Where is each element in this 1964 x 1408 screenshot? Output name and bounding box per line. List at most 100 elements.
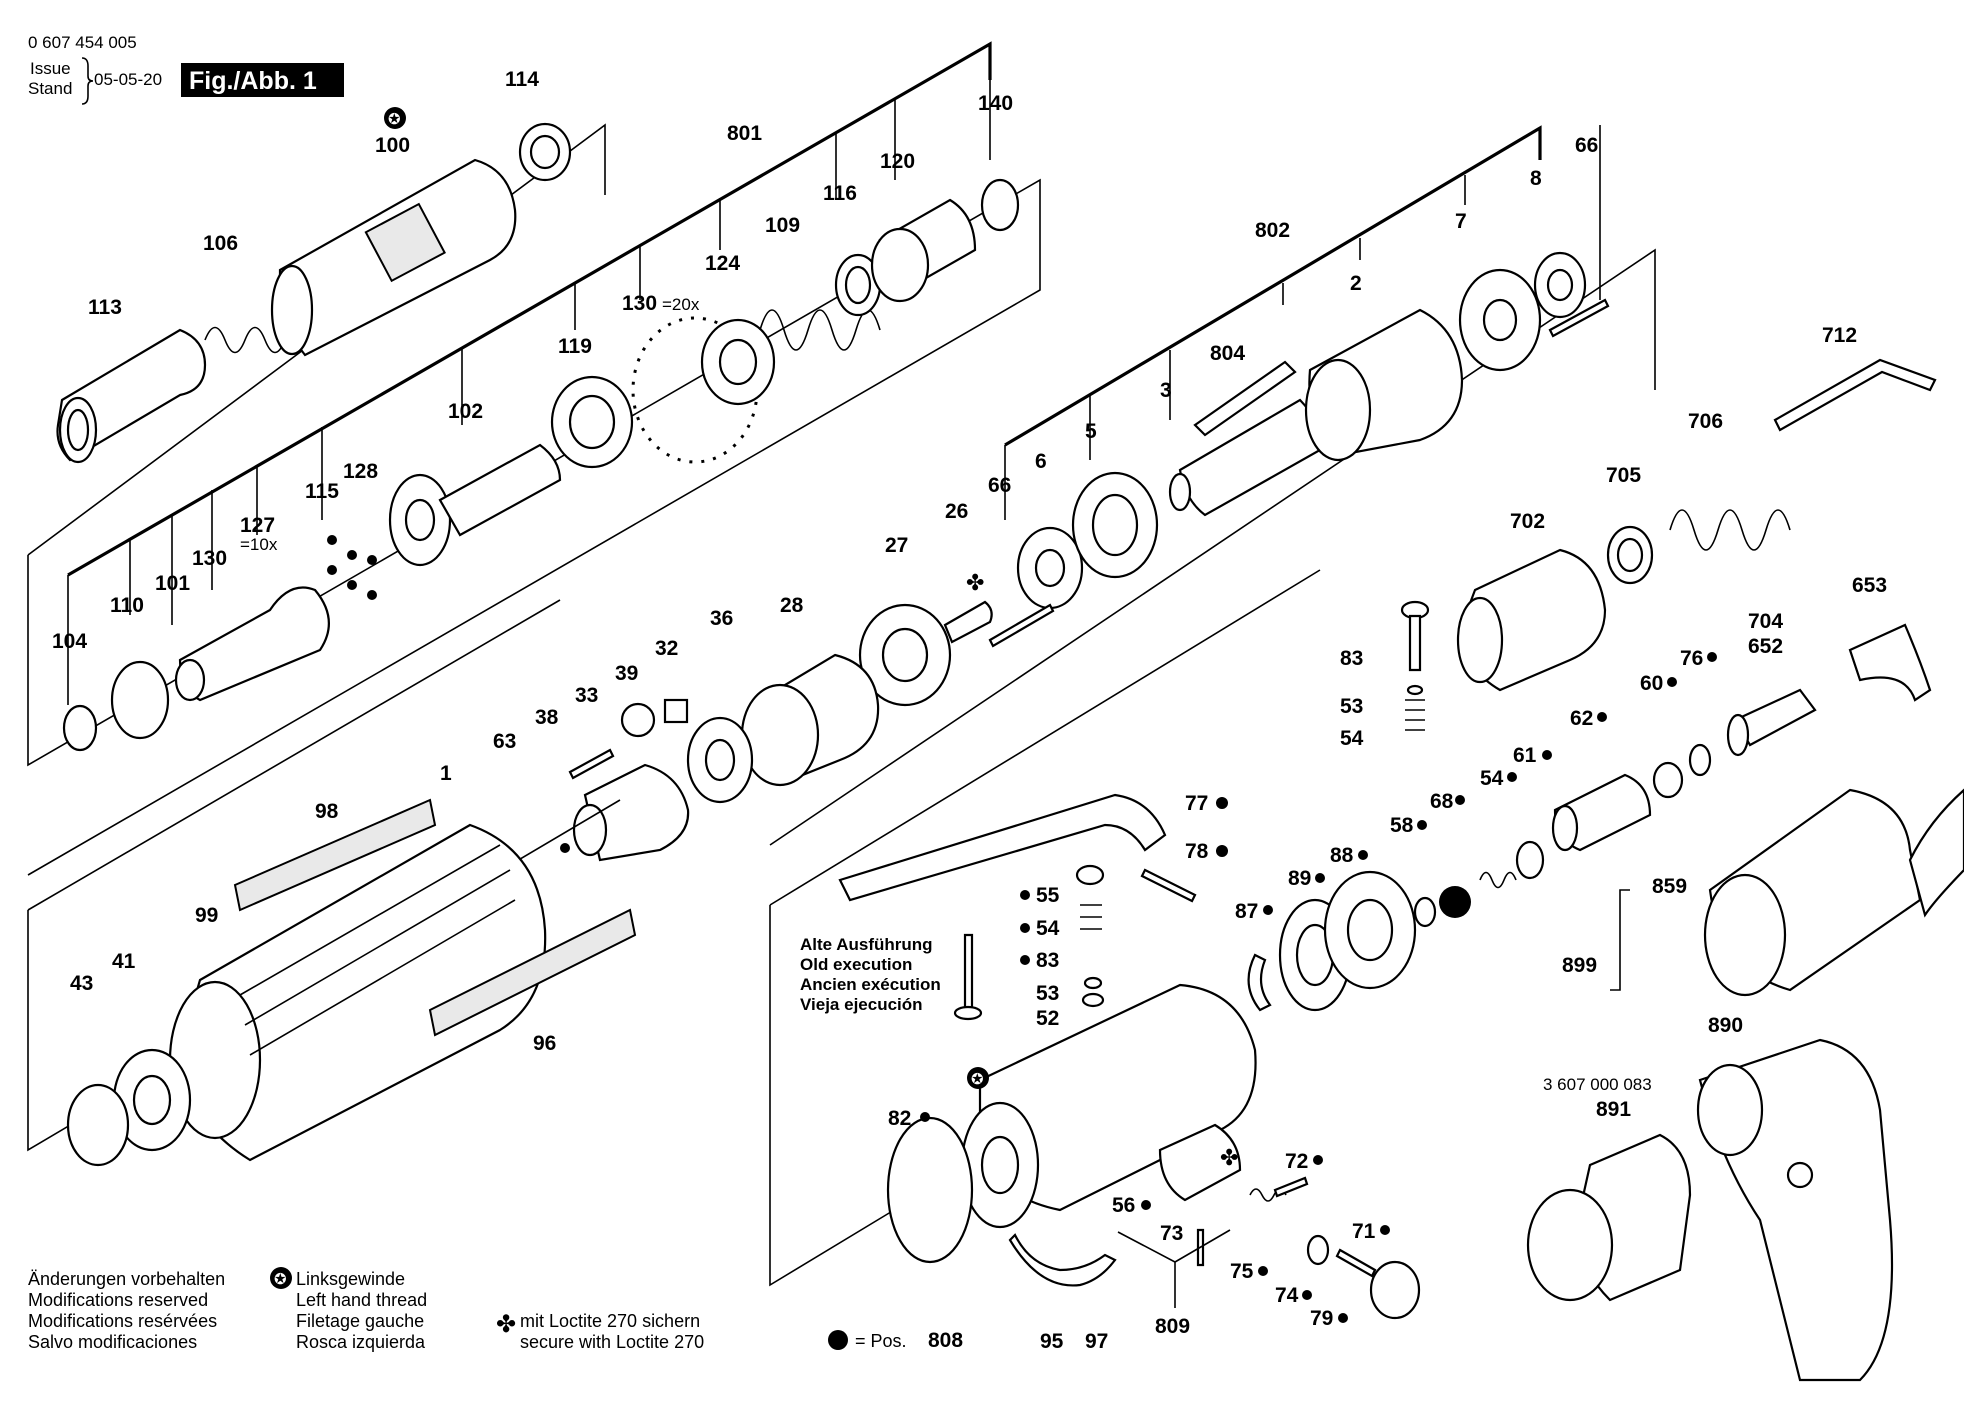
- part-652-fitting: [1726, 688, 1817, 757]
- star-icon-housing: ✪: [971, 1070, 984, 1088]
- part-100-housing: [270, 122, 572, 357]
- part-113-sleeve: [56, 328, 207, 464]
- part-102-shaft: [388, 443, 562, 567]
- label-7: 7: [1455, 210, 1467, 233]
- filled-dot-icon: [828, 1330, 848, 1350]
- label-68: 68: [1430, 790, 1454, 813]
- label-83b: 83: [1036, 949, 1059, 972]
- pos808-dot-55: [1020, 890, 1030, 900]
- part-859-899-hose: [1703, 788, 1964, 997]
- label-54a: 54: [1340, 727, 1364, 750]
- loctite-en: secure with Loctite 270: [520, 1332, 704, 1352]
- old-execution-de: Alte Ausführung: [800, 935, 933, 954]
- label-712: 712: [1822, 324, 1857, 347]
- label-98: 98: [315, 800, 339, 823]
- label-76: 76: [1680, 647, 1703, 670]
- pos808-dot-78: [1216, 845, 1228, 857]
- bracket-899: [1610, 889, 1630, 991]
- part-702-nut: [1456, 548, 1607, 692]
- part-120-sleeve: [870, 198, 977, 303]
- frame-top-left-b: [27, 178, 1041, 876]
- label-58: 58: [1390, 814, 1414, 837]
- pos808-dot-88: [1358, 850, 1368, 860]
- pos808-dot-56: [1141, 1200, 1151, 1210]
- issue-date: 05-05-20: [94, 70, 162, 89]
- part-76-oring: [1688, 743, 1712, 777]
- part-27-washer: [858, 603, 952, 707]
- left-thread-mark-100: [384, 107, 406, 129]
- part-38-carrier: [572, 763, 690, 862]
- loctite-de: mit Loctite 270 sichern: [520, 1311, 700, 1331]
- label-78: 78: [1185, 840, 1209, 863]
- label-130a: 130: [622, 292, 657, 315]
- pos808-dot-62: [1597, 712, 1607, 722]
- label-26: 26: [945, 500, 968, 523]
- part-82-oring: [886, 1116, 974, 1264]
- label-6: 6: [1035, 450, 1047, 473]
- label-61: 61: [1513, 744, 1537, 767]
- part-140-circlip: [980, 178, 1020, 232]
- part-28-ring-gear: [740, 653, 880, 787]
- pos808-dot-54c: [1020, 923, 1030, 933]
- label-705: 705: [1606, 464, 1641, 487]
- part-109-spring: [759, 309, 881, 351]
- part-74-71-79-parts: [1249, 1188, 1421, 1320]
- pos808-dot-83b: [1020, 955, 1030, 965]
- label-5: 5: [1085, 420, 1097, 443]
- label-653: 653: [1852, 574, 1887, 597]
- label-83a: 83: [1340, 647, 1363, 670]
- part-main-housing: [960, 983, 1257, 1229]
- pos808-dot-87: [1263, 905, 1273, 915]
- stand-label: Stand: [28, 79, 72, 98]
- frame-housing-top: [27, 599, 561, 911]
- label-28: 28: [780, 594, 804, 617]
- part-56-valve: [1158, 1123, 1242, 1202]
- pos808-dot-60: [1667, 677, 1677, 687]
- part-804-vane: [1193, 360, 1297, 437]
- label-704: 704: [1748, 610, 1783, 633]
- old-execution-fr: Ancien exécution: [800, 975, 941, 994]
- label-82: 82: [888, 1107, 911, 1130]
- part-3-rotor: [1168, 398, 1322, 517]
- modifications-fr: Modifications resérvées: [28, 1311, 217, 1331]
- label-89: 89: [1288, 867, 1311, 890]
- part-2-cylinder: [1304, 308, 1464, 462]
- label-3: 3: [1160, 379, 1172, 402]
- label-88: 88: [1330, 844, 1354, 867]
- label-2: 2: [1350, 272, 1362, 295]
- label-43: 43: [70, 972, 93, 995]
- label-77: 77: [1185, 792, 1208, 815]
- part-72-75-pins: [1196, 1176, 1309, 1267]
- part-39-gear: [620, 702, 656, 738]
- pos-note-prefix: = Pos.: [855, 1331, 907, 1351]
- label-32: 32: [655, 637, 678, 660]
- label-702: 702: [1510, 510, 1545, 533]
- part-124-cam: [700, 318, 776, 406]
- label-52: 52: [1036, 1007, 1059, 1030]
- label-54c: 54: [1036, 917, 1060, 940]
- label-53a: 53: [1340, 695, 1363, 718]
- label-113: 113: [88, 296, 122, 319]
- label-38: 38: [535, 706, 559, 729]
- pos808-dot-61: [1542, 750, 1552, 760]
- label-115: 115: [305, 480, 339, 503]
- part-33-pin: [568, 748, 615, 780]
- part-119-ring: [550, 375, 634, 469]
- label-106: 106: [203, 232, 238, 255]
- modifications-es: Salvo modificaciones: [28, 1332, 197, 1352]
- label-128: 128: [343, 460, 378, 483]
- label-104: 104: [52, 630, 87, 653]
- part-61-oring: [1515, 840, 1545, 880]
- pos808-dot-72: [1313, 1155, 1323, 1165]
- part-95-guard: [1008, 1233, 1117, 1287]
- label-804: 804: [1210, 342, 1245, 365]
- pos-note-number: 808: [928, 1329, 963, 1352]
- label-56: 56: [1112, 1194, 1135, 1217]
- label-74: 74: [1275, 1284, 1299, 1307]
- part-8-bearing: [1533, 251, 1587, 319]
- label-124: 124: [705, 252, 740, 275]
- part-54-spring: [1479, 871, 1517, 889]
- left-thread-fr: Filetage gauche: [296, 1311, 424, 1331]
- label-130a-qty: =20x: [662, 295, 700, 314]
